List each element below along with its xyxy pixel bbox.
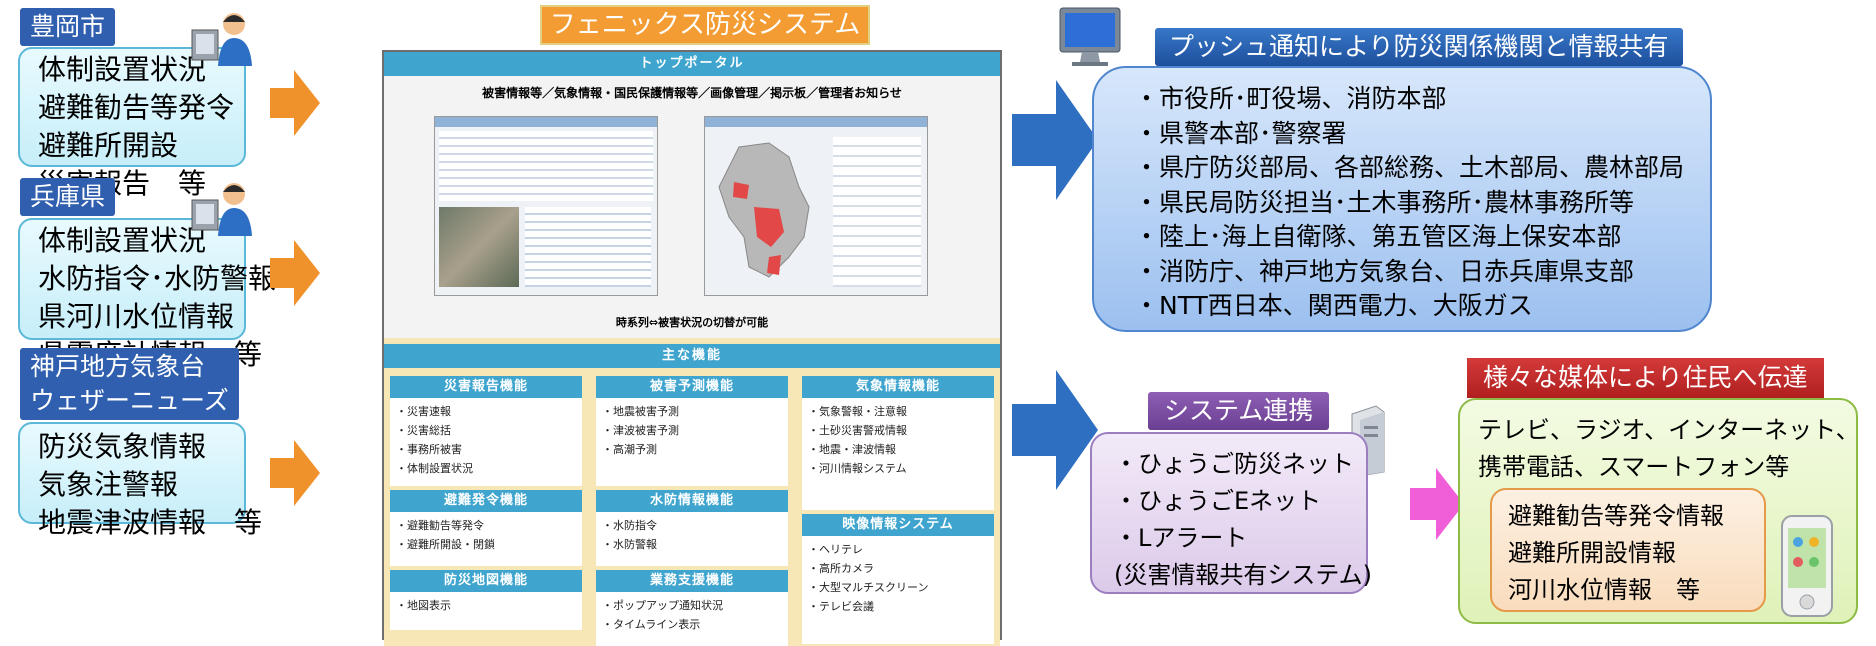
media-inner-item: 避難勧告等発令情報: [1508, 502, 1724, 530]
function-item: ・避難所開設・閉鎖: [396, 538, 495, 551]
function-list: ・地図表示: [390, 592, 582, 630]
push-org-item: ・市役所･町役場、消防本部: [1134, 84, 1447, 113]
kobe-info-box: 防災気象情報 気象注警報 地震津波情報 等: [18, 422, 262, 539]
function-list: ・災害速報 ・災害総括 ・事務所被害 ・体制設置状況: [390, 398, 582, 486]
toyooka-tag: 豊岡市: [20, 8, 116, 46]
function-header: 被害予測機能: [596, 376, 788, 398]
kobe-tag: 神戸地方気象台 ウェザーニューズ: [20, 348, 239, 420]
operator-computer-icon: [191, 183, 252, 236]
toyooka-item: 避難所開設: [38, 129, 179, 162]
system-link-item: ・ひょうご防災ネット: [1114, 450, 1354, 478]
arrow-right-icon: [1410, 468, 1464, 540]
media-inner-box: 避難勧告等発令情報 避難所開設情報 河川水位情報 等: [1490, 488, 1766, 612]
function-item: ・大型マルチスクリーン: [808, 581, 929, 594]
media-inner-item: 避難所開設情報: [1508, 539, 1676, 567]
function-item: ・タイムライン表示: [602, 618, 701, 631]
function-item: ・津波被害予測: [602, 424, 679, 437]
kobe-tag-line: ウェザーニューズ: [30, 386, 229, 415]
kobe-item: 気象注警報: [38, 468, 179, 501]
function-item: ・地震被害予測: [602, 405, 679, 418]
system-link-box: ・ひょうご防災ネット ・ひょうごEネット ・Lアラート (災害情報共有システム): [1090, 432, 1373, 594]
function-item: ・河川情報システム: [808, 462, 907, 475]
function-item: ・気象警報・注意報: [808, 405, 907, 418]
system-link-item: (災害情報共有システム): [1114, 561, 1373, 589]
function-list: ・気象警報・注意報 ・土砂災害警戒情報 ・地震・津波情報 ・河川情報システム: [802, 398, 994, 510]
arrow-right-icon: [1012, 370, 1098, 490]
function-list: ・水防指令 ・水防警報: [596, 512, 788, 566]
function-header: 気象情報機能: [802, 376, 994, 398]
kobe-item: 防災気象情報: [38, 430, 207, 463]
arrow-right-icon: [270, 70, 320, 136]
main-functions-header: 主な機能: [384, 338, 1000, 374]
function-item: ・テレビ会議: [808, 600, 874, 613]
hyogo-map-icon: [718, 142, 810, 278]
operator-computer-icon: [191, 13, 252, 66]
function-item: ・ポップアップ通知状況: [602, 599, 723, 612]
push-org-box: ・市役所･町役場、消防本部 ・県警本部･警察署 ・県庁防災部局、各部総務、土木部…: [1092, 66, 1712, 332]
function-item: ・水防指令: [602, 519, 657, 532]
function-list: ・ヘリテレ ・高所カメラ ・大型マルチスクリーン ・テレビ会議: [802, 536, 994, 644]
function-list: ・ポップアップ通知状況 ・タイムライン表示: [596, 592, 788, 646]
center-title: フェニックス防災システム: [540, 5, 870, 45]
function-item: ・避難勧告等発令: [396, 519, 484, 532]
function-item: ・水防警報: [602, 538, 657, 551]
system-link-item: ・ひょうごEネット: [1114, 487, 1322, 515]
function-item: ・ヘリテレ: [808, 543, 863, 556]
push-title: プッシュ通知により防災関係機関と情報共有: [1155, 28, 1683, 66]
function-item: ・災害総括: [396, 424, 451, 437]
push-org-item: ・県庁防災部局、各部総務、土木部局、農林部局: [1134, 153, 1685, 182]
function-item: ・地図表示: [396, 599, 451, 612]
push-org-item: ・消防庁、神戸地方気象台、日赤兵庫県支部: [1134, 256, 1635, 286]
portal-menu: 被害情報等／気象情報・国民保護情報等／画像管理／掲示板／管理者お知らせ: [482, 86, 902, 100]
arrow-right-icon: [270, 440, 320, 506]
portal-caption: 時系列⇔被害状況の切替が可能: [615, 316, 769, 329]
monitor-icon: [1059, 7, 1121, 66]
main-functions-title: 主な機能: [384, 344, 1000, 368]
arrow-right-icon: [270, 240, 320, 306]
portal-list-screenshot: [434, 116, 658, 296]
kobe-tag-line: 神戸地方気象台: [30, 352, 206, 381]
functions-area: 災害報告機能 ・災害速報 ・災害総括 ・事務所被害 ・体制設置状況 避難発令機能…: [384, 374, 1000, 646]
portal-top-area: 被害情報等／気象情報・国民保護情報等／画像管理／掲示板／管理者お知らせ 時系列⇔…: [384, 76, 1000, 338]
media-line: テレビ、ラジオ、インターネット、: [1478, 416, 1860, 444]
media-line: 携帯電話、スマートフォン等: [1478, 453, 1790, 481]
portal-map-screenshot: [704, 116, 928, 296]
hyogo-item: 県河川水位情報: [38, 300, 235, 333]
function-item: ・地震・津波情報: [808, 443, 896, 456]
function-header: 映像情報システム: [802, 514, 994, 536]
hyogo-item: 水防指令･水防警報: [38, 262, 277, 295]
function-header: 災害報告機能: [390, 376, 582, 398]
toyooka-item: 体制設置状況: [38, 53, 207, 86]
push-org-item: ・県警本部･警察署: [1134, 118, 1347, 148]
function-item: ・土砂災害警戒情報: [808, 424, 907, 437]
function-item: ・体制設置状況: [396, 462, 473, 475]
push-org-item: ・県民局防災担当･土木事務所･農林事務所等: [1134, 187, 1635, 217]
arrow-right-icon: [1012, 80, 1098, 200]
media-inner-item: 河川水位情報 等: [1508, 576, 1700, 604]
function-item: ・高所カメラ: [808, 562, 874, 575]
kobe-item: 地震津波情報 等: [38, 506, 263, 539]
function-list: ・避難勧告等発令 ・避難所開設・閉鎖: [390, 512, 582, 566]
system-link-title: システム連携: [1148, 392, 1330, 430]
push-org-item: ・NTT西日本、関西電力、大阪ガス: [1134, 291, 1533, 320]
portal-screenshot: トップポータル 被害情報等／気象情報・国民保護情報等／画像管理／掲示板／管理者お…: [382, 50, 1002, 646]
function-header: 防災地図機能: [390, 570, 582, 592]
function-item: ・事務所被害: [396, 443, 462, 456]
function-header: 業務支援機能: [596, 570, 788, 592]
hyogo-tag: 兵庫県: [20, 178, 116, 216]
system-link-item: ・Lアラート: [1114, 524, 1248, 552]
hyogo-info-box: 体制設置状況 水防指令･水防警報 県河川水位情報 県震度計情報 等: [18, 218, 277, 371]
function-header: 水防情報機能: [596, 490, 788, 512]
function-item: ・災害速報: [396, 405, 451, 418]
function-list: ・地震被害予測 ・津波被害予測 ・高潮予測: [596, 398, 788, 486]
function-header: 避難発令機能: [390, 490, 582, 512]
hyogo-item: 体制設置状況: [38, 224, 207, 257]
toyooka-item: 避難勧告等発令: [38, 91, 235, 124]
smartphone-icon: [1781, 515, 1833, 617]
function-item: ・高潮予測: [602, 443, 657, 456]
portal-title: トップポータル: [384, 52, 1000, 76]
media-title: 様々な媒体により住民へ伝達: [1467, 358, 1824, 398]
push-org-item: ・陸上･海上自衛隊、第五管区海上保安本部: [1134, 222, 1622, 251]
